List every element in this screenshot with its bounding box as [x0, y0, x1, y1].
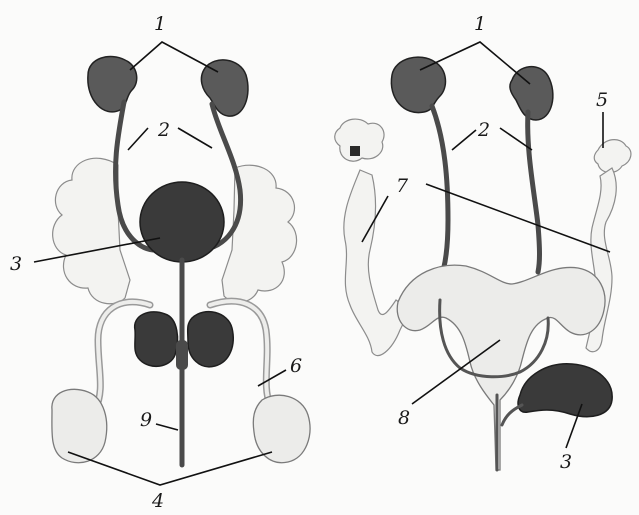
label-left-bladder: 3: [10, 253, 22, 275]
label-right-uterus: 8: [398, 407, 410, 429]
label-right-ovary: 5: [596, 89, 608, 111]
label-right-oviduct: 7: [396, 175, 409, 197]
right-ovary-left-mark: [350, 146, 360, 156]
label-right-kidney: 1: [474, 13, 486, 35]
right-bladder: [518, 364, 612, 417]
right-ureter-right: [528, 112, 540, 272]
label-right-ureter: 2: [477, 119, 490, 141]
left-testis-right: [253, 395, 310, 462]
label-left-ureter: 2: [157, 119, 170, 141]
label-right-bladder: 3: [560, 451, 572, 473]
right-oviduct-left: [344, 170, 410, 356]
label-left-testis: 4: [151, 490, 164, 512]
left-testis-left: [52, 389, 107, 462]
male-system: [52, 56, 310, 465]
left-kidney-right: [201, 60, 248, 116]
right-bladder-neck: [502, 405, 522, 425]
left-prostate-left: [135, 312, 178, 366]
leader-right-2: [452, 130, 476, 150]
left-urethra-bulb: [176, 340, 188, 370]
right-ureter-left: [432, 106, 448, 280]
label-left-urethra: 9: [140, 409, 152, 431]
leader-left-2b: [178, 128, 212, 148]
left-kidney-left: [88, 56, 137, 111]
label-left-vas-deferens: 6: [290, 355, 302, 377]
left-prostate-right: [188, 312, 234, 367]
left-accessory-gland-left: [53, 158, 130, 304]
left-bladder: [140, 182, 224, 262]
leader-right-7b: [426, 184, 610, 252]
leader-left-4: [68, 452, 272, 485]
leader-left-9: [156, 424, 178, 430]
right-kidney-left: [391, 57, 445, 112]
right-ovary-right: [594, 140, 631, 173]
label-left-kidney: 1: [154, 13, 166, 35]
leader-left-6: [258, 370, 286, 386]
right-kidney-right: [510, 67, 553, 120]
leader-left-2: [128, 128, 148, 150]
